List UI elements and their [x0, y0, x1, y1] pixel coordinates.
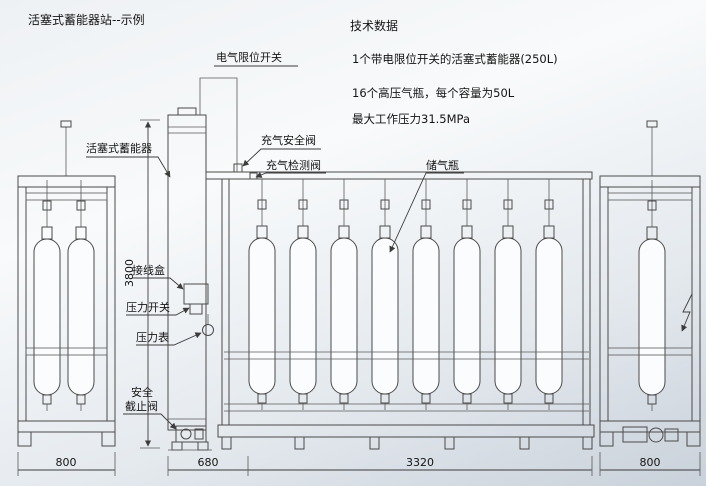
label-gas-cylinder: 储气瓶: [426, 158, 459, 172]
dim-right-view-width: 800: [640, 456, 661, 469]
leader-line: [86, 156, 171, 178]
leader-line: [389, 172, 464, 253]
dim-overall-height: 3800: [123, 259, 136, 287]
base-frame: [217, 424, 595, 450]
tech-data-line-1: 1个带电限位开关的活塞式蓄能器(250L): [352, 52, 558, 66]
charge-safety-valve-fitting: [233, 163, 243, 173]
gas-cylinder: [638, 179, 666, 412]
manifold-rail: [205, 163, 593, 180]
limit-switch-conduit: [199, 77, 238, 172]
gas-cylinder: [494, 178, 522, 411]
dim-cylinder-section-width: 3320: [406, 456, 434, 469]
callouts: 电气限位开关 活塞式蓄能器 充气安全阀 充气检测阀 储气瓶 接线盒 压力开关 压…: [86, 50, 464, 430]
label-junction-box: 接线盒: [132, 263, 165, 277]
label-pressure-gauge: 压力表: [136, 330, 169, 344]
page-title: 活塞式蓄能器站--示例: [28, 12, 145, 27]
label-safety-valve-1: 安全: [131, 385, 153, 399]
accumulator-body: [167, 77, 238, 431]
gas-cylinder: [535, 178, 563, 411]
gas-cylinder: [289, 178, 317, 411]
gas-cylinder: [33, 179, 61, 412]
gas-cylinder: [371, 178, 399, 411]
leader-line: [242, 148, 321, 167]
safety-shutoff-valve: [168, 425, 212, 451]
label-limit-switch: 电气限位开关: [216, 50, 282, 64]
dim-left-view-width: 800: [56, 456, 77, 469]
gas-cylinder: [67, 179, 95, 412]
label-charge-check-valve: 充气检测阀: [266, 158, 321, 172]
tech-data-line-2: 16个高压气瓶，每个容量为50L: [352, 86, 515, 100]
gas-cylinder: [453, 178, 481, 411]
gas-cylinder: [412, 178, 440, 411]
leader-line: [123, 413, 177, 430]
leader-line: [126, 307, 190, 316]
junction-box: [183, 283, 209, 305]
label-charge-safety-valve: 充气安全阀: [261, 133, 316, 147]
dim-accumulator-section-width: 680: [198, 456, 219, 469]
gas-cylinder: [248, 178, 276, 411]
pressure-gauge: [202, 324, 214, 336]
label-accumulator: 活塞式蓄能器: [86, 141, 152, 155]
label-safety-valve-2: 截止阀: [125, 399, 158, 413]
gas-cylinder: [330, 178, 358, 411]
leader-line: [255, 171, 326, 178]
tech-data-heading: 技术数据: [350, 18, 398, 33]
pressure-switch-box: [189, 303, 203, 315]
cylinder-bank: [248, 178, 563, 411]
charge-check-valve-fitting: [249, 172, 258, 180]
dimension-annotations: 3800 800 680 3320 800: [17, 119, 701, 476]
right-side-view: [599, 120, 701, 447]
front-view: [167, 77, 595, 451]
left-side-view: [17, 120, 116, 447]
leader-line: [132, 277, 184, 290]
pump-unit: [622, 426, 679, 443]
lightning-symbol: [681, 293, 693, 332]
tech-data-line-3: 最大工作压力31.5MPa: [352, 112, 470, 126]
